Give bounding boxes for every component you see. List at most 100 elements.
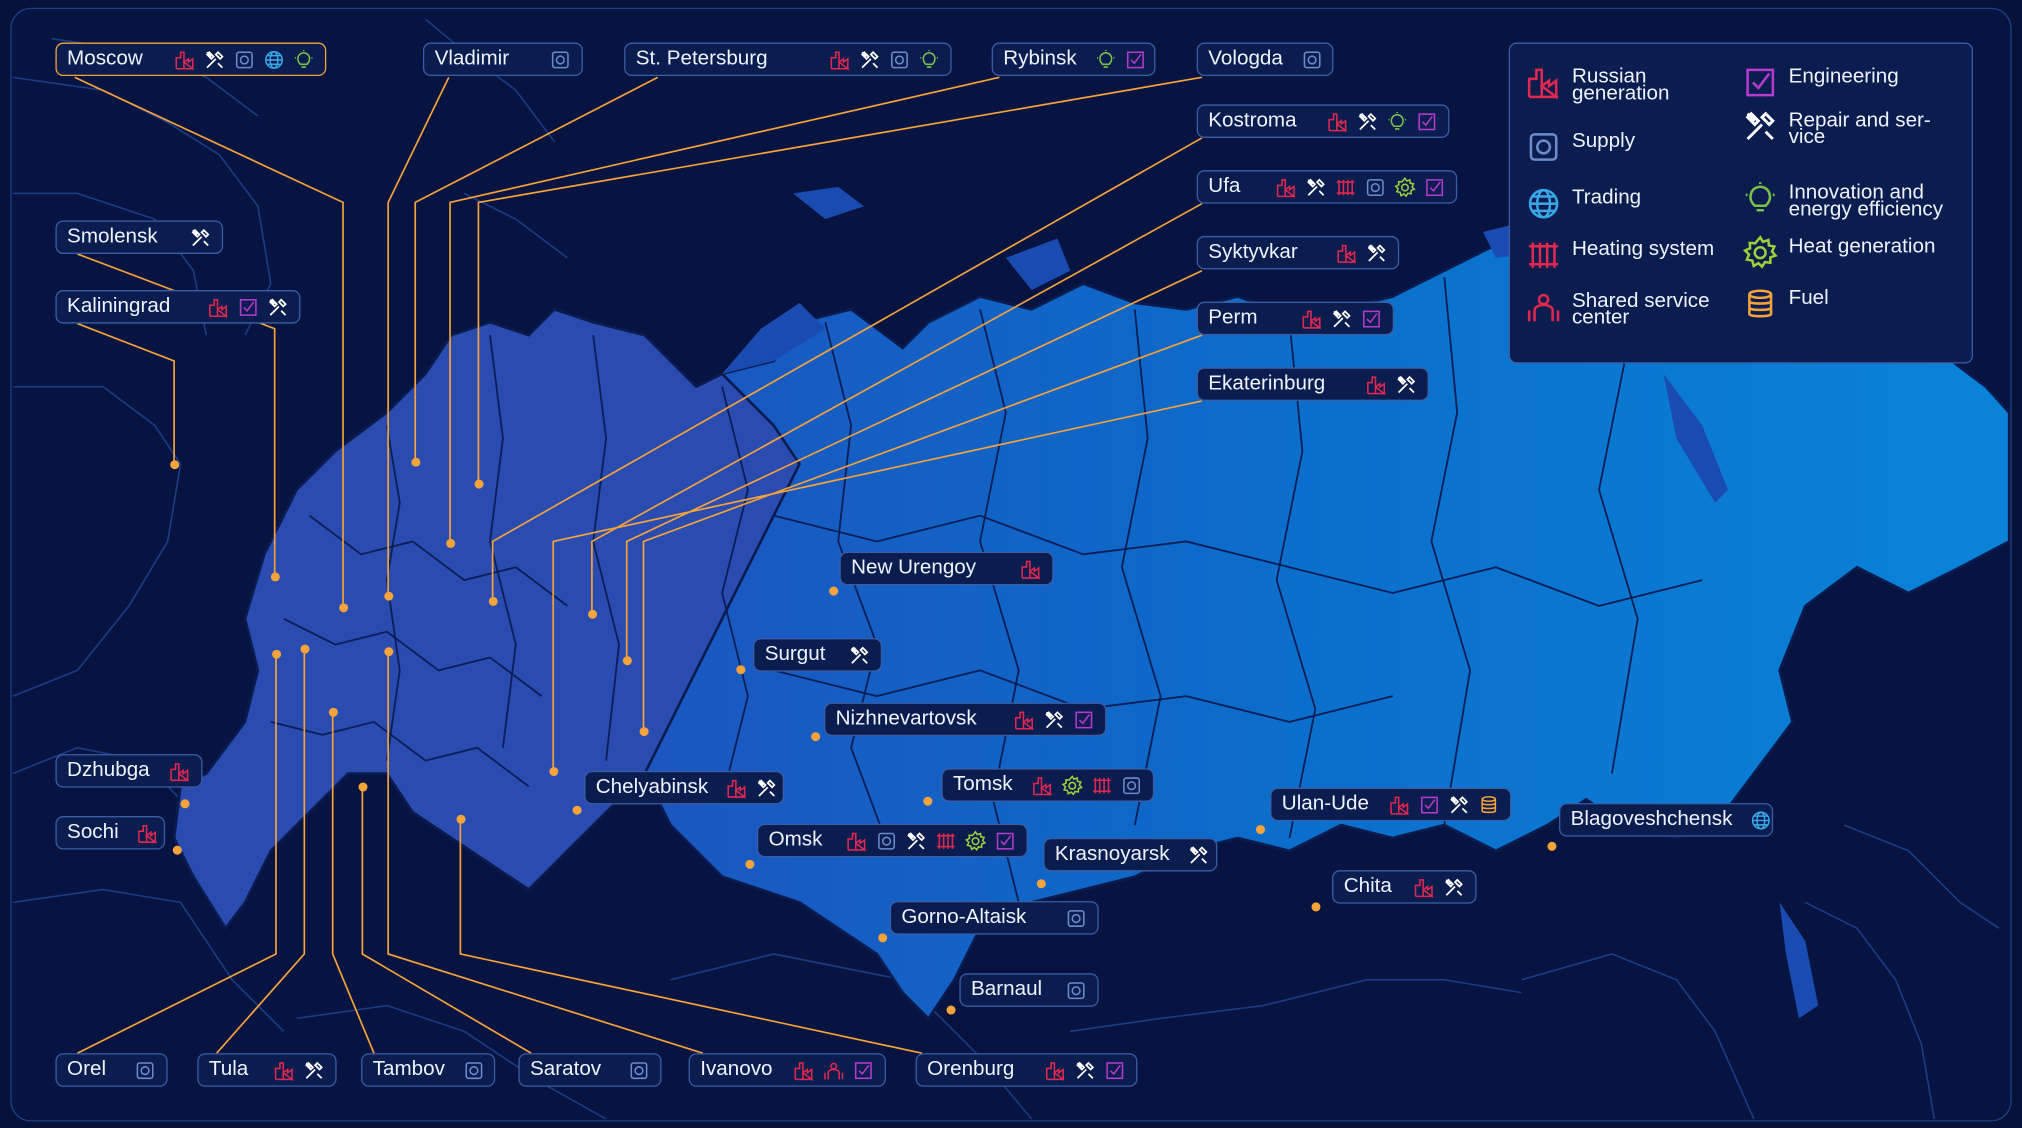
city-label-chelyabinsk[interactable]: Chelyabinsk <box>584 770 785 805</box>
city-label-dzhubga[interactable]: Dzhubga <box>55 754 203 788</box>
city-label-rybinsk[interactable]: Rybinsk <box>991 42 1156 77</box>
city-dot-smolensk[interactable] <box>270 571 280 581</box>
city-label-kaliningrad[interactable]: Kaliningrad <box>55 290 301 324</box>
city-dot-kostroma[interactable] <box>488 596 498 606</box>
city-dot-rybinsk[interactable] <box>445 538 455 548</box>
city-dot-orel[interactable] <box>271 649 281 659</box>
engineering-icon <box>1073 708 1095 730</box>
factory-icon <box>1275 176 1297 198</box>
city-dot-gorno-altaisk[interactable] <box>877 932 887 942</box>
city-dot-st-petersburg[interactable] <box>410 457 420 467</box>
city-label-ufa[interactable]: Ufa <box>1196 170 1458 204</box>
city-label-orenburg[interactable]: Orenburg <box>915 1053 1138 1087</box>
city-dot-tambov[interactable] <box>328 707 338 717</box>
city-label-tomsk[interactable]: Tomsk <box>941 768 1155 802</box>
city-label-ekaterinburg[interactable]: Ekaterinburg <box>1196 367 1429 401</box>
leader-line-tula <box>216 648 306 1054</box>
city-label-kostroma[interactable]: Kostroma <box>1196 104 1450 138</box>
legend-label: Supply <box>1571 130 1636 153</box>
city-dot-vologda[interactable] <box>473 478 483 488</box>
city-dot-dzhubga[interactable] <box>179 798 189 808</box>
wrench-icon <box>1366 242 1388 264</box>
city-label-blagoveshchensk[interactable]: Blagoveshchensk <box>1559 803 1774 837</box>
city-label-barnaul[interactable]: Barnaul <box>959 973 1099 1007</box>
city-dot-omsk[interactable] <box>744 859 754 869</box>
leader-line-orenburg <box>459 818 923 1055</box>
city-label-krasnoyarsk[interactable]: Krasnoyarsk <box>1043 837 1218 872</box>
city-dot-chita[interactable] <box>1310 901 1320 911</box>
city-dot-surgut[interactable] <box>735 664 745 674</box>
wrench-icon <box>859 48 881 70</box>
wrench-icon <box>267 296 289 318</box>
city-label-new-urengoy[interactable]: New Urengoy <box>839 551 1054 586</box>
city-name: Sochi <box>67 821 119 844</box>
city-label-surgut[interactable]: Surgut <box>753 638 883 672</box>
city-dot-krasnoyarsk[interactable] <box>1036 878 1046 888</box>
city-dot-perm[interactable] <box>638 726 648 736</box>
city-dot-barnaul[interactable] <box>945 1004 955 1014</box>
city-name: Smolensk <box>67 225 158 248</box>
wrench-icon <box>905 830 927 852</box>
city-name: Omsk <box>768 828 823 851</box>
city-label-saratov[interactable]: Saratov <box>518 1053 662 1087</box>
wrench-icon <box>849 644 871 666</box>
leader-line-ivanovo <box>387 651 704 1055</box>
city-label-st-petersburg[interactable]: St. Petersburg <box>624 42 952 77</box>
gear-icon <box>964 829 987 852</box>
city-dot-ivanovo[interactable] <box>383 646 393 656</box>
city-label-syktyvkar[interactable]: Syktyvkar <box>1196 235 1400 270</box>
city-dot-tula[interactable] <box>299 643 309 653</box>
city-name: Chita <box>1343 875 1392 898</box>
legend-label: Engineering <box>1788 65 1899 88</box>
city-name: Nizhnevartovsk <box>835 707 977 730</box>
city-dot-sochi[interactable] <box>172 845 182 855</box>
factory-icon <box>1032 774 1054 796</box>
city-label-omsk[interactable]: Omsk <box>756 823 1028 858</box>
city-name: Barnaul <box>971 978 1043 1001</box>
city-label-sochi[interactable]: Sochi <box>55 816 166 850</box>
city-dot-kaliningrad[interactable] <box>169 459 179 469</box>
city-label-vologda[interactable]: Vologda <box>1196 42 1334 77</box>
city-label-gorno-altaisk[interactable]: Gorno-Altaisk <box>889 901 1099 935</box>
city-label-chita[interactable]: Chita <box>1332 870 1477 904</box>
city-label-ulan-ude[interactable]: Ulan-Ude <box>1270 787 1512 822</box>
city-name: Tambov <box>372 1058 445 1081</box>
city-label-vladimir[interactable]: Vladimir <box>422 42 583 77</box>
city-label-moscow[interactable]: Moscow <box>55 42 327 77</box>
city-label-smolensk[interactable]: Smolensk <box>55 220 224 254</box>
city-dot-ulan-ude[interactable] <box>1255 824 1265 834</box>
wrench-icon <box>1742 108 1778 144</box>
city-name: Moscow <box>67 47 143 70</box>
heating-icon <box>1526 237 1562 273</box>
factory-icon <box>208 296 230 318</box>
legend-item-innovation: Innovation and energy efficiency <box>1742 180 1950 220</box>
city-dot-new-urengoy[interactable] <box>828 585 838 595</box>
city-dot-nizhnevartovsk[interactable] <box>810 731 820 741</box>
city-label-perm[interactable]: Perm <box>1196 301 1394 336</box>
city-name: Gorno-Altaisk <box>901 906 1027 929</box>
city-dot-tomsk[interactable] <box>922 796 932 806</box>
city-dot-chelyabinsk[interactable] <box>571 805 581 815</box>
city-label-ivanovo[interactable]: Ivanovo <box>688 1053 886 1087</box>
engineering-icon <box>1360 307 1382 329</box>
factory-icon <box>1366 373 1388 395</box>
city-label-orel[interactable]: Orel <box>55 1053 168 1087</box>
city-dot-saratov[interactable] <box>357 781 367 791</box>
city-name: Ekaterinburg <box>1208 372 1326 395</box>
city-dot-ekaterinburg[interactable] <box>548 766 558 776</box>
city-label-nizhnevartovsk[interactable]: Nizhnevartovsk <box>824 702 1107 737</box>
city-dot-orenburg[interactable] <box>455 814 465 824</box>
city-dot-ufa[interactable] <box>587 609 597 619</box>
city-label-tambov[interactable]: Tambov <box>361 1053 496 1087</box>
city-dot-syktyvkar[interactable] <box>622 655 632 665</box>
factory-icon <box>1327 110 1349 132</box>
wrench-icon <box>756 777 778 799</box>
city-dot-moscow[interactable] <box>338 602 348 612</box>
city-dot-blagoveshchensk[interactable] <box>1546 841 1556 851</box>
city-label-tula[interactable]: Tula <box>197 1053 337 1087</box>
city-name: Perm <box>1208 306 1258 329</box>
city-dot-vladimir[interactable] <box>383 591 393 601</box>
legend-item-generation: Russian generation <box>1526 64 1734 104</box>
gear-icon <box>1742 235 1778 271</box>
legend-item-heatgen: Heat generation <box>1742 235 1950 271</box>
